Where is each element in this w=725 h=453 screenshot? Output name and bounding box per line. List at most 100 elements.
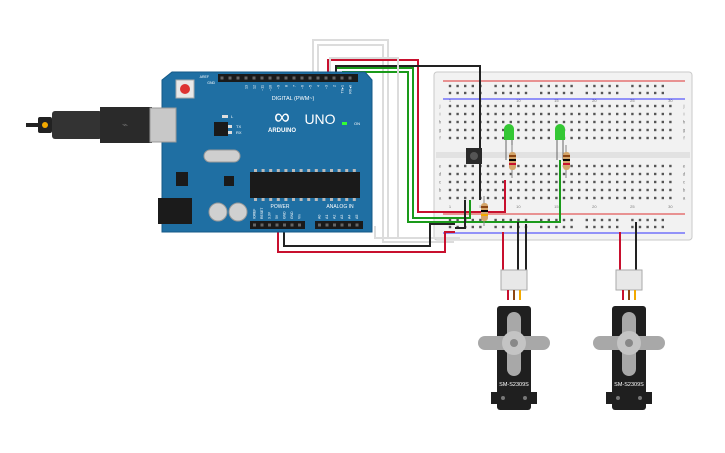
digital-header-pins[interactable]: [220, 76, 352, 80]
breadboard-hole[interactable]: [494, 128, 497, 132]
rail-hole[interactable]: [540, 84, 543, 88]
breadboard-hole[interactable]: [570, 180, 573, 184]
rail-hole[interactable]: [654, 91, 657, 95]
breadboard-hole[interactable]: [669, 172, 672, 176]
breadboard-hole[interactable]: [608, 128, 611, 132]
breadboard-hole[interactable]: [570, 164, 573, 168]
breadboard-hole[interactable]: [540, 120, 543, 124]
breadboard-hole[interactable]: [456, 112, 459, 116]
power-pin[interactable]: [275, 223, 279, 227]
breadboard-hole[interactable]: [654, 188, 657, 192]
rail-hole[interactable]: [502, 91, 505, 95]
breadboard-hole[interactable]: [661, 172, 664, 176]
rail-hole[interactable]: [661, 218, 664, 222]
breadboard-hole[interactable]: [654, 180, 657, 184]
red-signal-wire[interactable]: [327, 59, 506, 213]
breadboard-hole[interactable]: [540, 172, 543, 176]
breadboard-hole[interactable]: [600, 188, 604, 192]
rail-hole[interactable]: [616, 84, 619, 88]
breadboard-hole[interactable]: [471, 164, 474, 168]
breadboard-hole[interactable]: [517, 136, 520, 140]
breadboard-hole[interactable]: [547, 172, 550, 176]
rail-hole[interactable]: [638, 218, 642, 222]
black-ground-wire[interactable]: [283, 223, 455, 247]
breadboard-hole[interactable]: [661, 164, 664, 168]
breadboard-hole[interactable]: [517, 128, 520, 132]
led-2[interactable]: [555, 124, 565, 160]
breadboard-hole[interactable]: [540, 128, 543, 132]
breadboard-hole[interactable]: [631, 180, 634, 184]
breadboard-hole[interactable]: [669, 128, 672, 132]
breadboard-hole[interactable]: [494, 164, 497, 168]
breadboard-hole[interactable]: [669, 136, 672, 140]
breadboard-hole[interactable]: [661, 196, 664, 200]
breadboard-hole[interactable]: [661, 180, 664, 184]
rail-hole[interactable]: [631, 225, 634, 229]
breadboard-hole[interactable]: [532, 180, 535, 184]
digital-pin[interactable]: [316, 76, 320, 80]
breadboard-hole[interactable]: [524, 196, 528, 200]
breadboard-hole[interactable]: [616, 112, 619, 116]
rail-hole[interactable]: [471, 84, 474, 88]
breadboard-hole[interactable]: [464, 128, 467, 132]
breadboard-hole[interactable]: [638, 136, 642, 140]
breadboard-hole[interactable]: [547, 104, 550, 108]
analog-pin[interactable]: [355, 223, 359, 227]
breadboard-hole[interactable]: [486, 104, 490, 108]
rail-hole[interactable]: [555, 91, 558, 95]
rail-hole[interactable]: [494, 218, 497, 222]
breadboard-hole[interactable]: [608, 188, 611, 192]
rail-hole[interactable]: [646, 91, 649, 95]
breadboard-hole[interactable]: [669, 180, 672, 184]
breadboard-hole[interactable]: [502, 128, 505, 132]
breadboard-hole[interactable]: [570, 120, 573, 124]
breadboard-hole[interactable]: [532, 164, 535, 168]
rail-hole[interactable]: [524, 218, 528, 222]
rail-hole[interactable]: [661, 91, 664, 95]
rail-hole[interactable]: [555, 225, 558, 229]
rail-hole[interactable]: [646, 84, 649, 88]
breadboard-hole[interactable]: [616, 128, 619, 132]
breadboard-hole[interactable]: [608, 164, 611, 168]
breadboard-hole[interactable]: [517, 164, 520, 168]
rail-hole[interactable]: [562, 84, 566, 88]
breadboard-hole[interactable]: [578, 188, 581, 192]
breadboard-hole[interactable]: [616, 104, 619, 108]
breadboard-hole[interactable]: [471, 112, 474, 116]
breadboard-hole[interactable]: [585, 196, 588, 200]
rail-hole[interactable]: [585, 218, 588, 222]
breadboard-hole[interactable]: [661, 120, 664, 124]
breadboard-hole[interactable]: [562, 104, 566, 108]
breadboard-hole[interactable]: [524, 120, 528, 124]
rail-hole[interactable]: [585, 225, 588, 229]
rail-hole[interactable]: [638, 225, 642, 229]
breadboard-hole[interactable]: [631, 104, 634, 108]
rail-hole[interactable]: [631, 84, 634, 88]
breadboard-hole[interactable]: [616, 196, 619, 200]
rail-hole[interactable]: [464, 84, 467, 88]
breadboard-hole[interactable]: [471, 180, 474, 184]
breadboard-hole[interactable]: [471, 120, 474, 124]
breadboard-hole[interactable]: [486, 136, 490, 140]
breadboard-hole[interactable]: [638, 164, 642, 168]
rail-hole[interactable]: [540, 218, 543, 222]
breadboard-hole[interactable]: [555, 104, 558, 108]
rail-hole[interactable]: [456, 84, 459, 88]
breadboard-hole[interactable]: [517, 112, 520, 116]
breadboard-hole[interactable]: [555, 188, 558, 192]
digital-pin[interactable]: [276, 76, 280, 80]
breadboard-hole[interactable]: [456, 128, 459, 132]
breadboard-hole[interactable]: [631, 172, 634, 176]
breadboard-hole[interactable]: [494, 196, 497, 200]
rail-hole[interactable]: [509, 91, 512, 95]
breadboard-hole[interactable]: [555, 112, 558, 116]
breadboard-hole[interactable]: [524, 164, 528, 168]
breadboard-hole[interactable]: [471, 188, 474, 192]
rail-hole[interactable]: [593, 84, 596, 88]
rail-hole[interactable]: [494, 84, 497, 88]
breadboard-hole[interactable]: [509, 120, 512, 124]
breadboard-hole[interactable]: [585, 136, 588, 140]
rail-hole[interactable]: [456, 91, 459, 95]
led-2-body[interactable]: [555, 124, 565, 140]
breadboard-hole[interactable]: [494, 112, 497, 116]
